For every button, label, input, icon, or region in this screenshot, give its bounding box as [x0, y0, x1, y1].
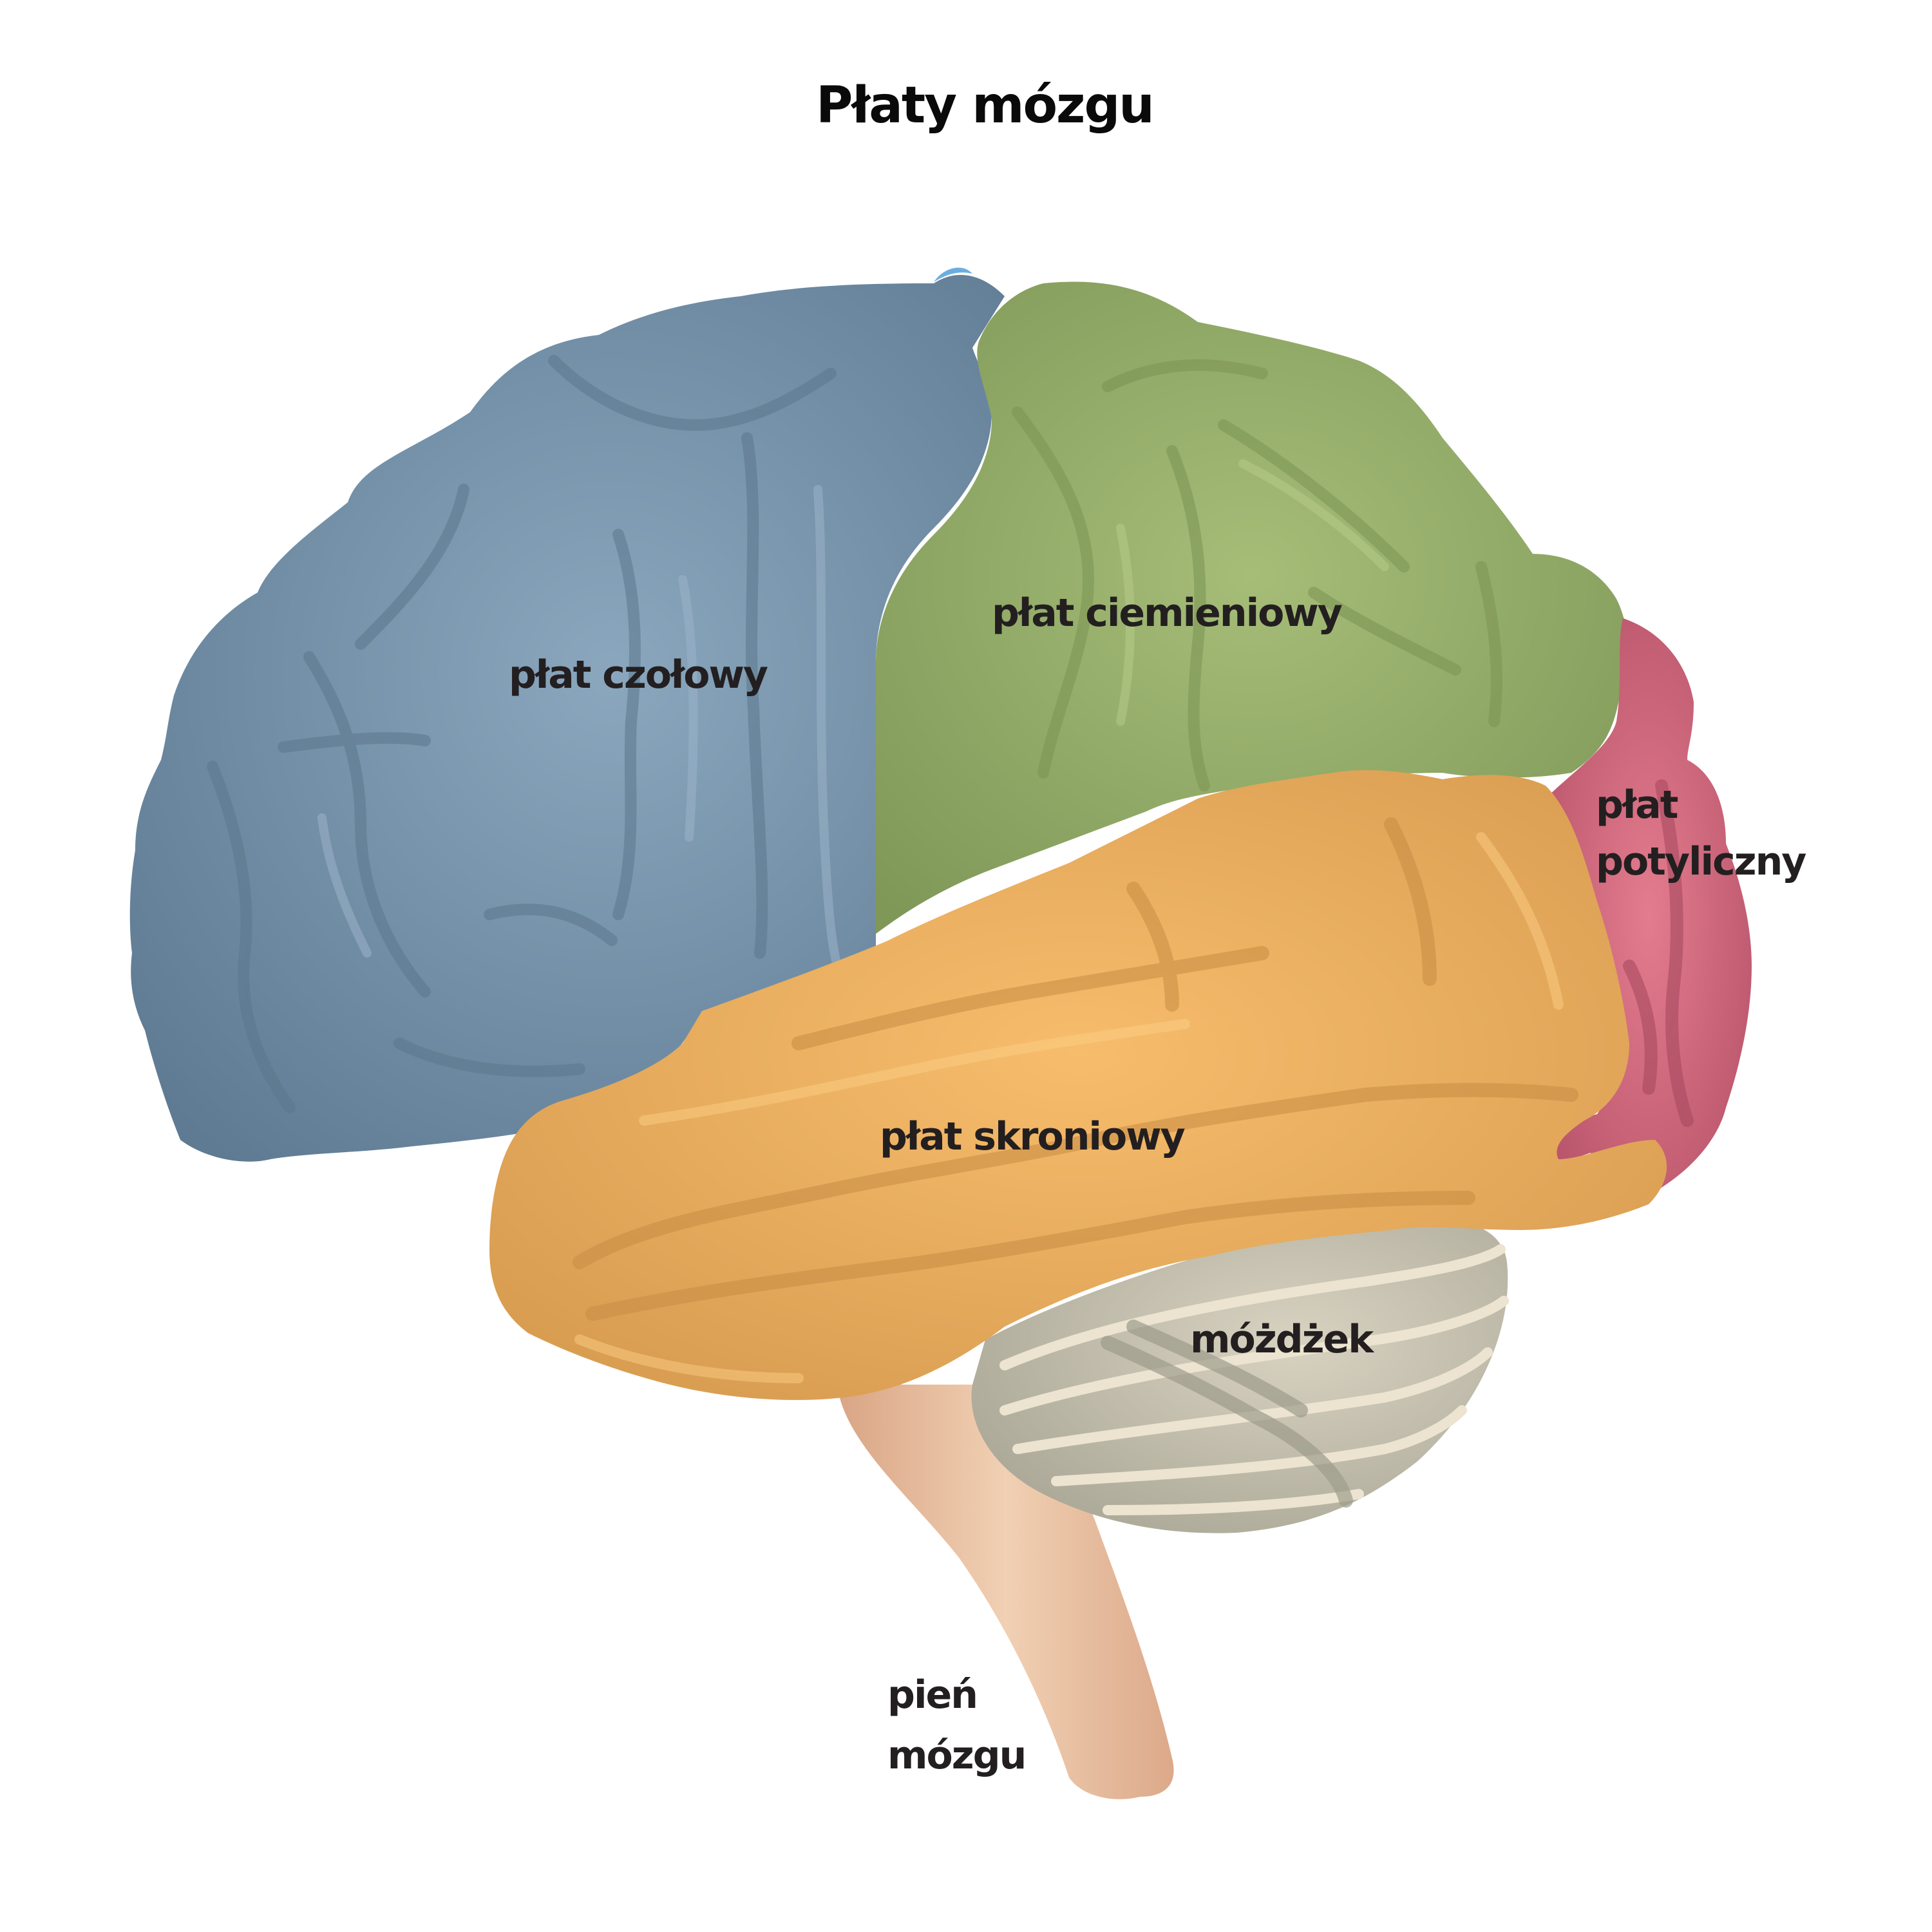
label-occipital-lobe-line2: potyliczny	[1596, 839, 1806, 884]
temporal-lobe-shape	[489, 770, 1667, 1400]
parietal-gyri	[1012, 359, 1502, 791]
label-occipital-lobe-line1: płat	[1596, 782, 1678, 828]
label-temporal-lobe: płat skroniowy	[880, 1114, 1186, 1159]
occipital-gyri	[1623, 779, 1694, 1127]
frontal-lobe-shape	[129, 274, 1005, 1162]
diagram-title: Płaty mózgu	[816, 77, 1153, 135]
parietal-lobe	[876, 281, 1627, 934]
top-highlight	[934, 267, 972, 282]
temporal-gyri	[573, 817, 1578, 1321]
brainstem-shape	[837, 1385, 1174, 1799]
occipital-lobe-shape	[1546, 618, 1752, 1211]
frontal-gyri	[207, 355, 837, 1113]
temporal-lobe	[489, 770, 1667, 1400]
parietal-lobe-shape	[876, 281, 1627, 934]
label-frontal-lobe: płat czołowy	[509, 652, 768, 697]
label-cerebellum: móżdżek	[1190, 1317, 1375, 1362]
label-brainstem-line2: mózgu	[887, 1733, 1025, 1778]
occipital-lobe	[1546, 618, 1752, 1211]
frontal-lobe	[129, 274, 1005, 1162]
cerebellum	[971, 1216, 1509, 1533]
brainstem	[837, 1385, 1174, 1799]
label-brainstem-line1: pień	[887, 1672, 977, 1718]
label-parietal-lobe: płat ciemieniowy	[992, 591, 1343, 636]
